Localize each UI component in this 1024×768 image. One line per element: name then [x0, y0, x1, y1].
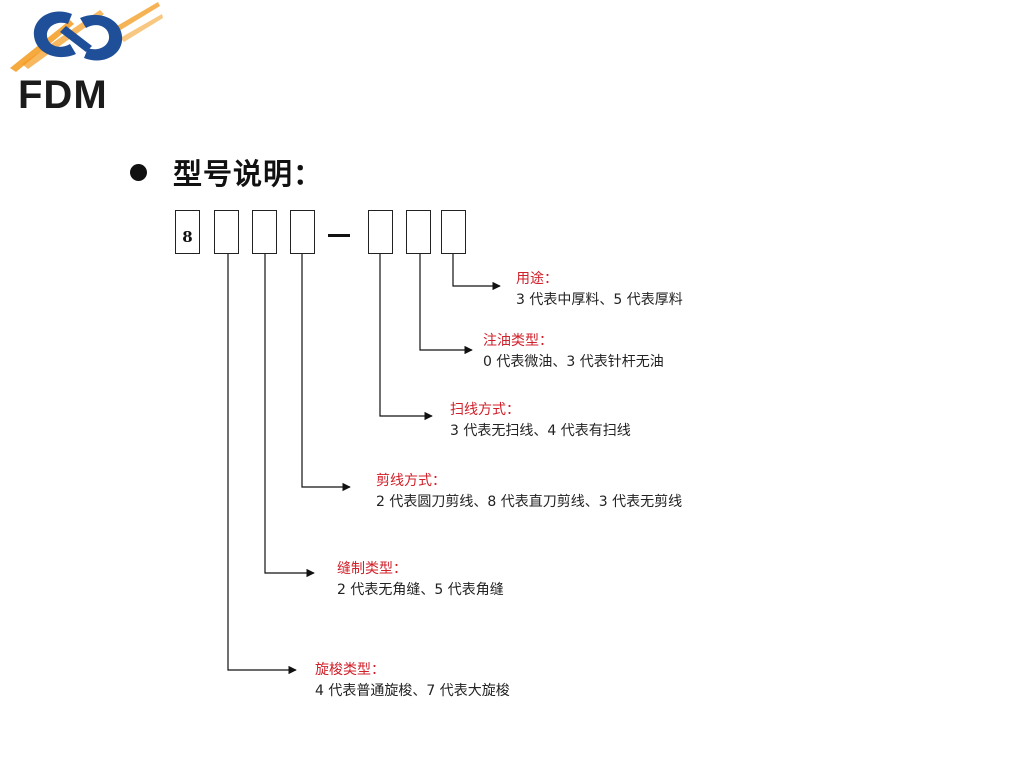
code-box-fixed-digit: 8: [175, 210, 200, 254]
connector-lubrication: [419, 254, 473, 355]
desc-body: 2 代表圆刀剪线、8 代表直刀剪线、3 代表无剪线: [376, 494, 683, 510]
desc-application: 用途： 3 代表中厚料、5 代表厚料: [516, 269, 683, 311]
desc-sewing-type: 缝制类型： 2 代表无角缝、5 代表角缝: [337, 559, 504, 601]
connector-wiper: [379, 254, 433, 421]
desc-body: 2 代表无角缝、5 代表角缝: [337, 582, 504, 598]
code-box-sewing-type: [252, 210, 277, 254]
desc-body: 4 代表普通旋梭、7 代表大旋梭: [315, 683, 510, 699]
desc-title: 旋梭类型：: [315, 662, 385, 678]
code-box-rotary-hook: [214, 210, 239, 254]
bullet-icon: [130, 163, 147, 181]
desc-body: 3 代表中厚料、5 代表厚料: [516, 292, 683, 308]
desc-rotary-hook: 旋梭类型： 4 代表普通旋梭、7 代表大旋梭: [315, 660, 510, 702]
desc-title: 剪线方式：: [376, 473, 446, 489]
fdm-logo-mark: [10, 2, 163, 72]
desc-title: 用途：: [516, 271, 558, 287]
section-heading: 型号说明：: [130, 152, 323, 192]
connector-trimming: [301, 254, 351, 492]
desc-body: 3 代表无扫线、4 代表有扫线: [450, 423, 631, 439]
code-box-wiper: [368, 210, 393, 254]
fdm-logo: FDM: [0, 0, 170, 120]
desc-title: 缝制类型：: [337, 561, 407, 577]
code-box-lubrication: [406, 210, 431, 254]
heading-text: 型号说明：: [173, 157, 324, 191]
desc-trimming: 剪线方式： 2 代表圆刀剪线、8 代表直刀剪线、3 代表无剪线: [376, 471, 682, 513]
desc-lubrication: 注油类型： 0 代表微油、3 代表针杆无油: [483, 331, 664, 373]
code-separator-dash: [328, 234, 350, 237]
code-box-application: [441, 210, 466, 254]
logo-text: FDM: [18, 73, 108, 117]
connector-sewing-type: [264, 254, 315, 578]
connector-application: [452, 254, 501, 291]
connector-rotary-hook: [227, 254, 297, 675]
code-box-trimming: [290, 210, 315, 254]
desc-title: 注油类型：: [483, 333, 553, 349]
desc-body: 0 代表微油、3 代表针杆无油: [483, 354, 664, 370]
desc-wiper: 扫线方式： 3 代表无扫线、4 代表有扫线: [450, 400, 631, 442]
desc-title: 扫线方式：: [450, 402, 520, 418]
